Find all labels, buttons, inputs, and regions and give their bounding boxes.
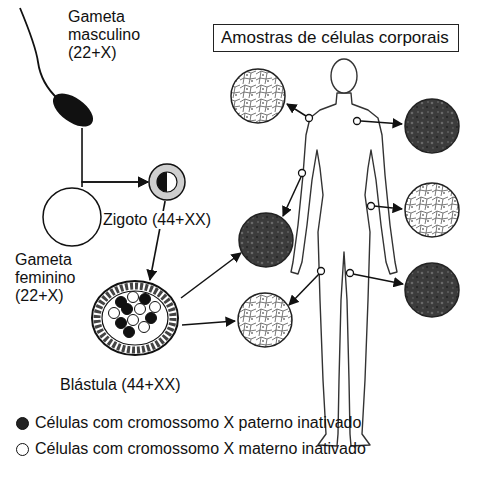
samples-title-box: Amostras de células corporais xyxy=(213,24,459,52)
connector-arrow xyxy=(82,182,148,187)
node-label: Zigoto (44+XX) xyxy=(103,211,211,229)
legend-text: Células com cromossomo X materno inativa… xyxy=(35,440,366,458)
legend-swatch xyxy=(16,417,29,430)
zygote-shape xyxy=(148,163,186,201)
blastula-shape xyxy=(91,280,179,356)
female-gamete: Gameta feminino (22+X) xyxy=(42,187,102,247)
legend-text: Células com cromossomo X paterno inativa… xyxy=(35,414,361,432)
blastula: Blástula (44+XX) xyxy=(91,280,179,356)
legend-entry: Células com cromossomo X paterno inativa… xyxy=(16,410,366,436)
male-gamete-shape xyxy=(50,92,96,128)
legend-swatch xyxy=(16,443,29,456)
sample-arrows xyxy=(181,104,403,325)
node-label: Blástula (44+XX) xyxy=(60,376,181,394)
body-outline xyxy=(291,93,397,446)
body-head xyxy=(331,59,357,93)
title-text: Amostras de células corporais xyxy=(221,28,451,48)
cell-samples xyxy=(231,69,459,347)
sample-points xyxy=(299,115,375,277)
zygote: Zigoto (44+XX) xyxy=(148,163,186,201)
legend: Células com cromossomo X paterno inativa… xyxy=(16,410,366,462)
connector-arrow xyxy=(82,128,148,182)
node-label: Gameta masculino (22+X) xyxy=(68,8,148,62)
legend-entry: Células com cromossomo X materno inativa… xyxy=(16,436,366,462)
female-gamete-shape xyxy=(42,187,102,247)
node-label: Gameta feminino (22+X) xyxy=(15,251,90,305)
male-gamete: Gameta masculino (22+X) xyxy=(50,92,96,128)
sperm-tail xyxy=(20,8,58,99)
